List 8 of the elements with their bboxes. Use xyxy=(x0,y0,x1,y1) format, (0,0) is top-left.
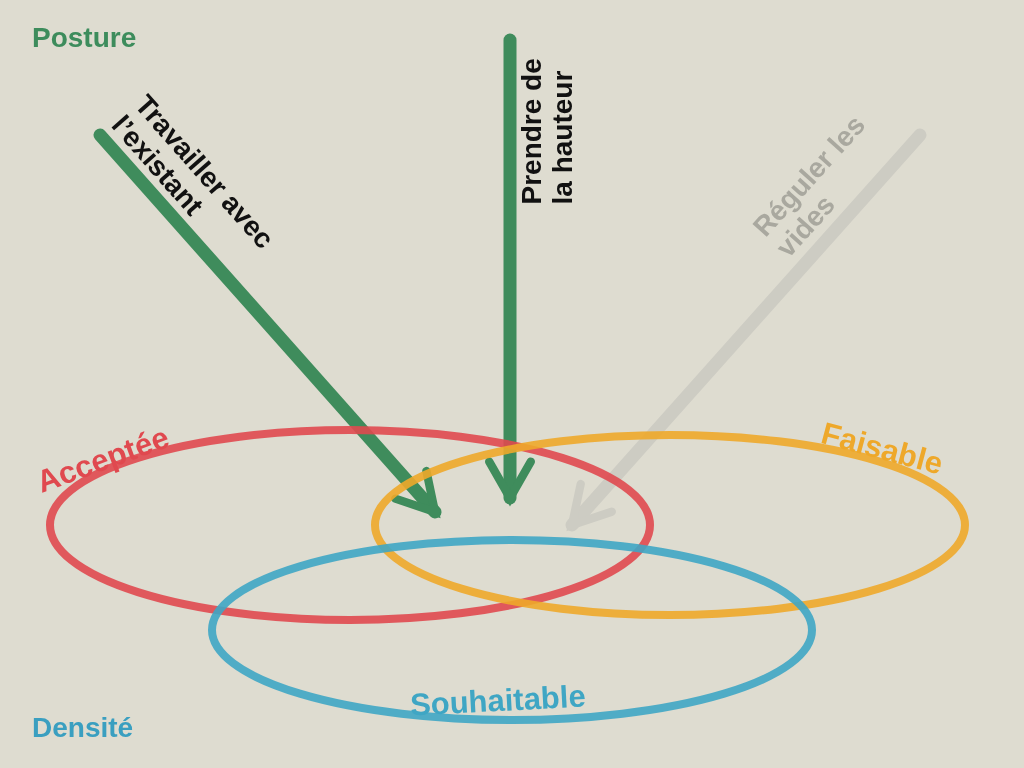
arrow xyxy=(565,128,927,532)
arrow xyxy=(485,33,535,505)
arrow-caption: Prendre de la hauteur xyxy=(515,57,578,205)
set-label: Souhaitable xyxy=(409,678,587,724)
heading-label: Densité xyxy=(32,712,134,744)
set-label: Faisable xyxy=(817,415,947,483)
heading-label: Posture xyxy=(32,22,137,54)
arrow xyxy=(93,128,442,519)
